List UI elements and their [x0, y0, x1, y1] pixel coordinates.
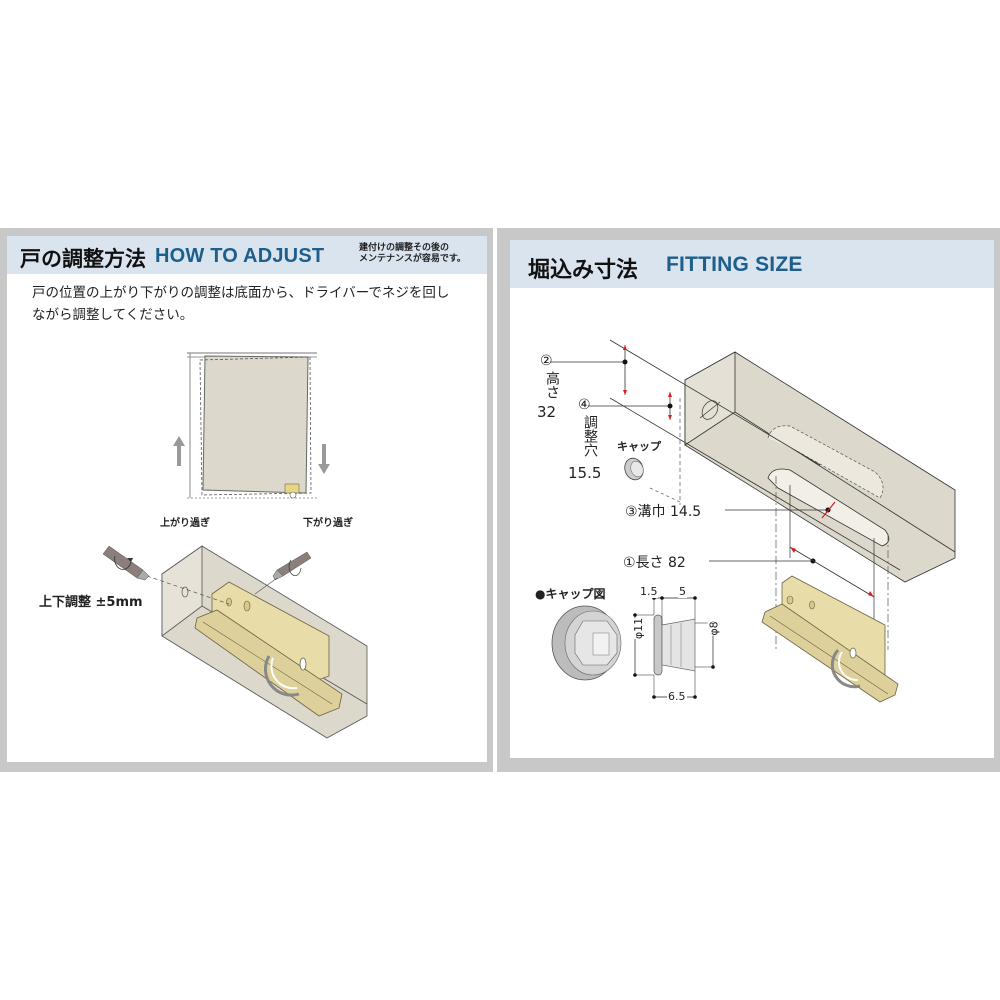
- adjust-range-label: 上下調整 ±5mm: [39, 595, 143, 610]
- panel-title-en: FITTING SIZE: [666, 253, 803, 276]
- cap-dim-body: 5: [678, 585, 687, 598]
- panel-title-en: HOW TO ADJUST: [155, 245, 325, 267]
- door-position-diagram: [187, 352, 317, 499]
- fitting-size-panel: 堀込み寸法 FITTING SIZE: [497, 228, 1000, 772]
- dim-hole-number: ④: [578, 397, 591, 413]
- dim-height-label: 高さ: [544, 371, 560, 399]
- arrow-down-icon: [318, 444, 330, 474]
- fitting-size-content: 堀込み寸法 FITTING SIZE: [510, 240, 994, 758]
- fitting-size-header: 堀込み寸法 FITTING SIZE: [510, 240, 994, 288]
- cap-dim-outer-diameter: φ11: [632, 617, 646, 640]
- cap-label: キャップ: [617, 440, 661, 453]
- header-note-line1: 建付けの調整その後の: [359, 243, 450, 253]
- cap-dim-inner-diameter: φ8: [707, 621, 721, 636]
- adjust-description: 戸の位置の上がり下がりの調整は底面から、ドライバーでネジを回し ながら調整してく…: [32, 282, 482, 326]
- description-line2: ながら調整してください。: [32, 307, 194, 323]
- cap-diagram-title: ●キャップ図: [535, 587, 606, 601]
- header-note-line2: メンテナンスが容易です。: [359, 254, 466, 264]
- cap-dim-flange: 1.5: [640, 585, 658, 598]
- cap-detail-diagram: [551, 596, 715, 699]
- panel-title-jp: 戸の調整方法: [20, 247, 146, 271]
- dim-height-number: ②: [540, 353, 553, 369]
- label-too-high: 上がり過ぎ: [160, 518, 210, 529]
- how-to-adjust-content: 戸の調整方法 HOW TO ADJUST 建付けの調整その後の メンテナンスが容…: [7, 236, 487, 762]
- label-too-low: 下がり過ぎ: [303, 518, 353, 529]
- dim-hole-label: 調整穴: [582, 415, 598, 457]
- roller-adjust-diagram: [102, 545, 368, 739]
- how-to-adjust-header: 戸の調整方法 HOW TO ADJUST 建付けの調整その後の メンテナンスが容…: [7, 236, 487, 274]
- dim-hole-value: 15.5: [568, 464, 602, 482]
- panel-title-jp: 堀込み寸法: [528, 258, 639, 283]
- dim-height-value: 32: [537, 403, 557, 421]
- fitting-dimension-diagram: [550, 339, 956, 703]
- dim-length-label: ①長さ 82: [623, 555, 686, 571]
- dim-groove-label: ③溝巾 14.5: [625, 504, 702, 520]
- cap-dim-total: 6.5: [667, 690, 687, 703]
- how-to-adjust-panel: 戸の調整方法 HOW TO ADJUST 建付けの調整その後の メンテナンスが容…: [0, 228, 493, 772]
- description-line1: 戸の位置の上がり下がりの調整は底面から、ドライバーでネジを回し: [32, 285, 450, 301]
- arrow-up-icon: [173, 436, 185, 466]
